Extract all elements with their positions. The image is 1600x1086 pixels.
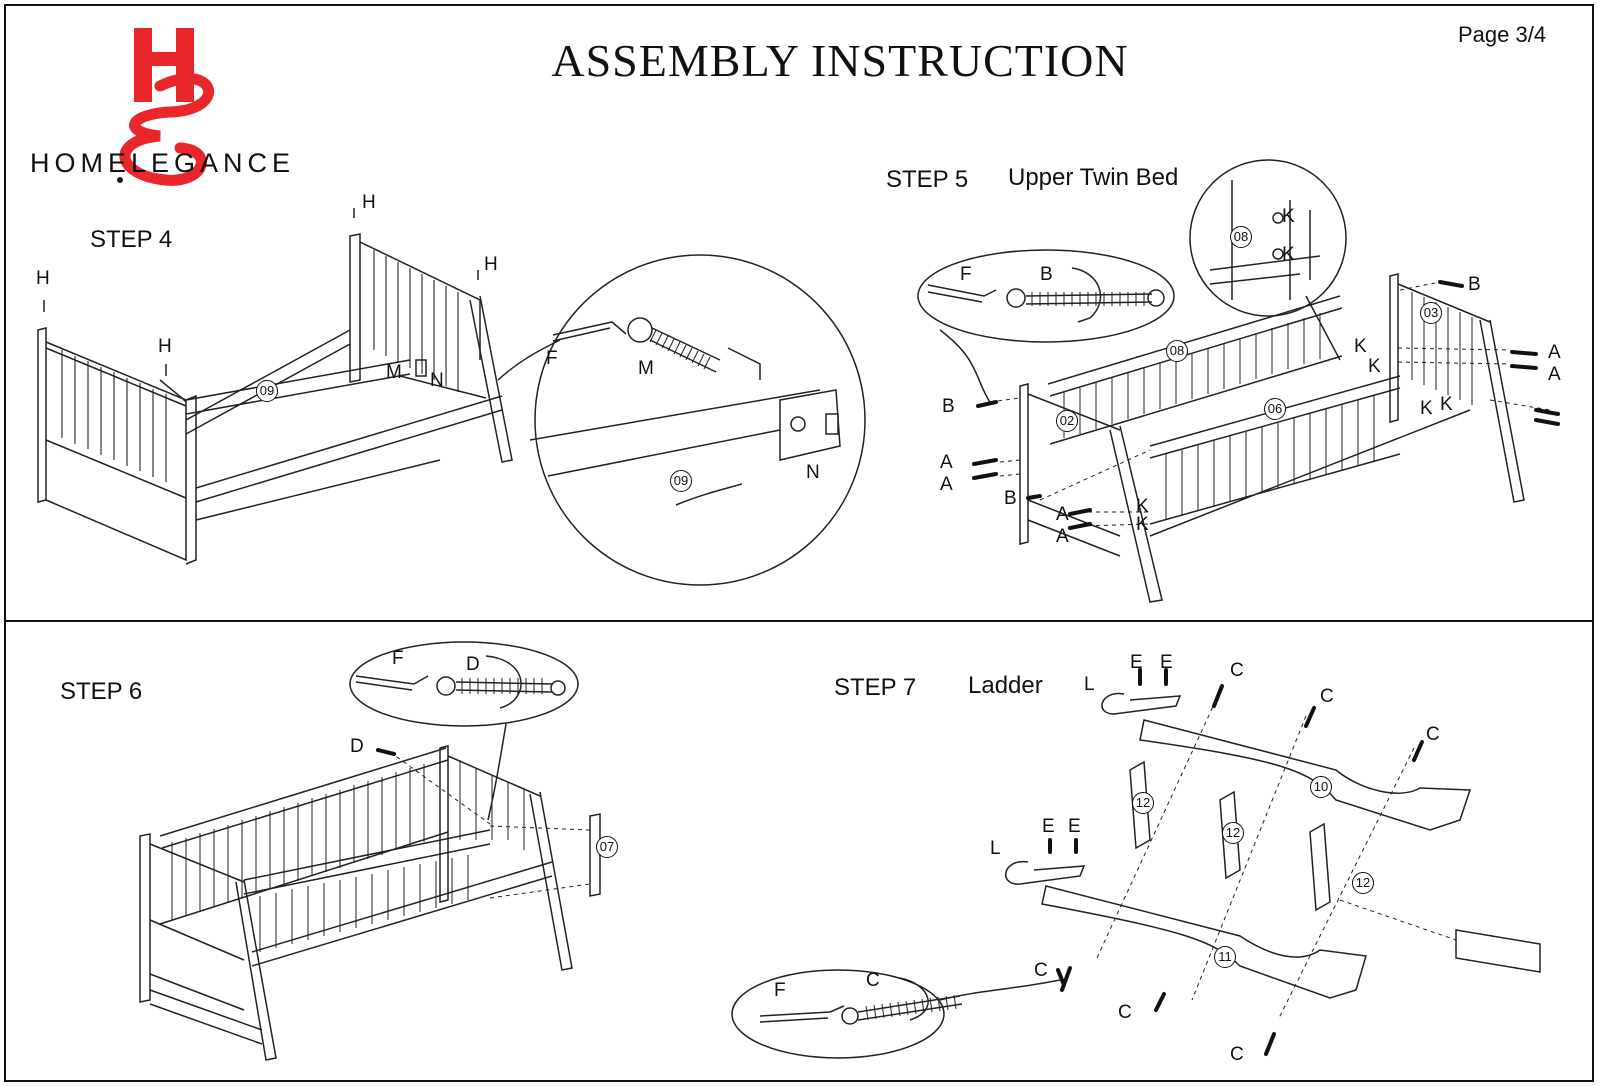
step6-part-f: F	[392, 648, 404, 669]
page-title: ASSEMBLY INSTRUCTION	[551, 35, 1129, 86]
step5-part-a: A	[1056, 504, 1069, 525]
step5-part-b: B	[1468, 274, 1481, 295]
step5-part-k: K	[1136, 496, 1149, 517]
step5-part-k: K	[1136, 514, 1149, 535]
step5-label: STEP 5	[886, 166, 969, 193]
step4-part-09: 09	[670, 470, 692, 492]
section-divider	[4, 620, 1594, 622]
step6-part-d: D	[350, 736, 364, 757]
step7-part-11: 11	[1214, 946, 1236, 968]
step5-part-b: B	[1040, 264, 1053, 285]
step4-part-m: M	[386, 362, 402, 383]
step5-part-k: K	[1282, 244, 1295, 265]
step7-part-e: E	[1130, 652, 1143, 673]
step7-part-e: E	[1068, 816, 1081, 837]
step4-part-09: 09	[256, 380, 278, 402]
step5-part-a: A	[940, 474, 953, 495]
step5-part-a: A	[1056, 526, 1069, 547]
step5-part-02: 02	[1056, 410, 1078, 432]
page-frame	[4, 4, 1594, 1082]
step5-part-a: A	[940, 452, 953, 473]
step7-part-e: E	[1160, 652, 1173, 673]
step5-part-a: A	[1548, 364, 1561, 385]
step7-label: STEP 7	[834, 674, 917, 701]
step4-part-n: N	[806, 462, 820, 483]
step7-part-c: C	[1320, 686, 1334, 707]
step5-part-b: B	[942, 396, 955, 417]
step7-part-12: 12	[1132, 792, 1154, 814]
step7-part-l: L	[990, 838, 1001, 859]
step7-part-12: 12	[1352, 872, 1374, 894]
step7-part-f: F	[774, 980, 786, 1001]
step4-part-m: M	[638, 358, 654, 379]
step5-subtitle: Upper Twin Bed	[1008, 164, 1179, 191]
step7-part-c: C	[1426, 724, 1440, 745]
step5-part-06: 06	[1264, 398, 1286, 420]
step5-part-k: K	[1368, 356, 1381, 377]
step7-part-c: C	[1230, 1044, 1244, 1065]
step4-part-h: H	[484, 254, 498, 275]
step5-part-k: K	[1282, 206, 1295, 227]
step5-part-k: K	[1354, 336, 1367, 357]
step7-part-c: C	[1034, 960, 1048, 981]
step7-part-10: 10	[1310, 776, 1332, 798]
step5-part-b: B	[1004, 488, 1017, 509]
step4-part-n: N	[430, 370, 444, 391]
step5-part-08: 08	[1166, 340, 1188, 362]
step5-part-k: K	[1440, 394, 1453, 415]
step4-label: STEP 4	[90, 226, 173, 253]
step5-part-k: K	[1420, 398, 1433, 419]
step5-part-a: A	[1548, 342, 1561, 363]
step7-part-e: E	[1042, 816, 1055, 837]
step4-part-h: H	[362, 192, 376, 213]
step5-part-f: F	[960, 264, 972, 285]
step5-part-08: 08	[1230, 226, 1252, 248]
step7-part-l: L	[1084, 674, 1095, 695]
step7-part-12: 12	[1222, 822, 1244, 844]
page-number: Page 3/4	[1458, 22, 1547, 47]
step7-part-c: C	[1118, 1002, 1132, 1023]
step5-part-03: 03	[1420, 302, 1442, 324]
step4-part-f: F	[546, 348, 558, 369]
step4-part-h: H	[36, 268, 50, 289]
step7-part-c: C	[866, 970, 880, 991]
step7-subtitle: Ladder	[968, 672, 1043, 699]
step6-part-d: D	[466, 654, 480, 675]
step6-label: STEP 6	[60, 678, 143, 705]
step4-part-h: H	[158, 336, 172, 357]
brand-name: HOMELEGANCE	[30, 148, 296, 178]
step6-part-07: 07	[596, 836, 618, 858]
step7-part-c: C	[1230, 660, 1244, 681]
